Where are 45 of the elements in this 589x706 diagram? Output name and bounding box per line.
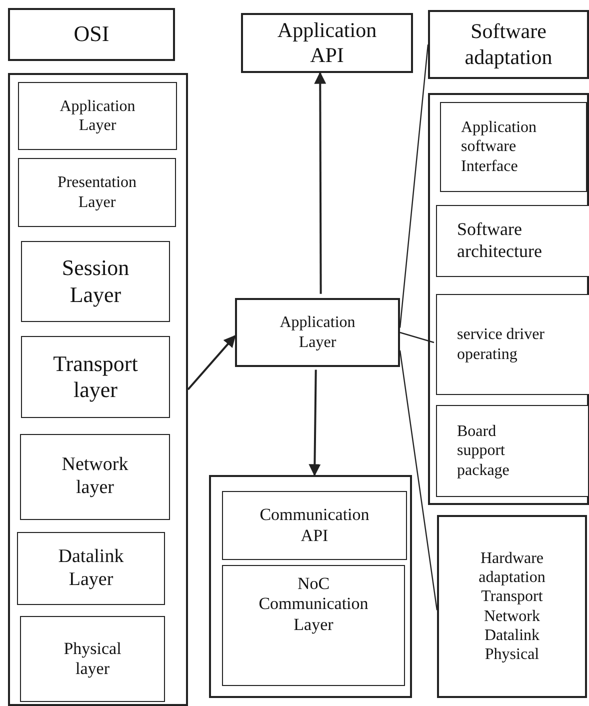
box-label: Network layer bbox=[60, 454, 130, 500]
layer-box bbox=[436, 405, 589, 497]
connector-line bbox=[399, 44, 429, 328]
layer-box bbox=[241, 13, 413, 73]
box-label: Hardware adaptation Transport Network Datalink Physical bbox=[478, 548, 546, 664]
box-label: Physical layer bbox=[62, 638, 122, 680]
layer-box bbox=[437, 515, 587, 698]
connector-line bbox=[399, 350, 438, 610]
layer-box bbox=[18, 82, 177, 150]
box-label: Application Layer bbox=[58, 96, 136, 136]
arrow bbox=[187, 335, 236, 390]
box-label: Application Layer bbox=[278, 313, 356, 352]
group-container bbox=[428, 93, 589, 505]
box-label: Software adaptation bbox=[464, 19, 554, 70]
layer-box bbox=[440, 102, 587, 192]
box-label: Board support package bbox=[456, 422, 510, 480]
group-container bbox=[8, 73, 188, 706]
box-label: Application software Interface bbox=[460, 118, 538, 176]
layer-box bbox=[428, 10, 589, 79]
layer-box bbox=[20, 616, 165, 702]
layer-box bbox=[21, 336, 170, 418]
box-label: Application API bbox=[276, 18, 378, 68]
box-label: Software architecture bbox=[456, 219, 543, 263]
layer-box bbox=[222, 491, 407, 560]
layer-box bbox=[20, 434, 170, 520]
box-label: Presentation Layer bbox=[56, 173, 138, 212]
box-label: Transport layer bbox=[52, 350, 139, 404]
box-label: NoC Communication Layer bbox=[258, 574, 370, 636]
connector-line bbox=[400, 332, 434, 344]
layer-box bbox=[436, 294, 589, 395]
box-label: Session Layer bbox=[60, 255, 130, 308]
layer-box bbox=[222, 565, 405, 686]
layer-box bbox=[8, 8, 175, 61]
layer-box bbox=[21, 241, 170, 322]
box-label: Datalink Layer bbox=[57, 546, 125, 592]
layer-box bbox=[436, 205, 589, 277]
group-container bbox=[209, 475, 412, 698]
box-label: Communication API bbox=[258, 505, 370, 546]
layer-box bbox=[17, 532, 165, 605]
box-label: OSI bbox=[72, 21, 110, 48]
layer-box bbox=[235, 298, 400, 367]
arrow bbox=[308, 370, 321, 476]
arrow bbox=[314, 72, 326, 294]
layer-box bbox=[18, 158, 176, 227]
box-label: service driver operating bbox=[456, 325, 546, 364]
